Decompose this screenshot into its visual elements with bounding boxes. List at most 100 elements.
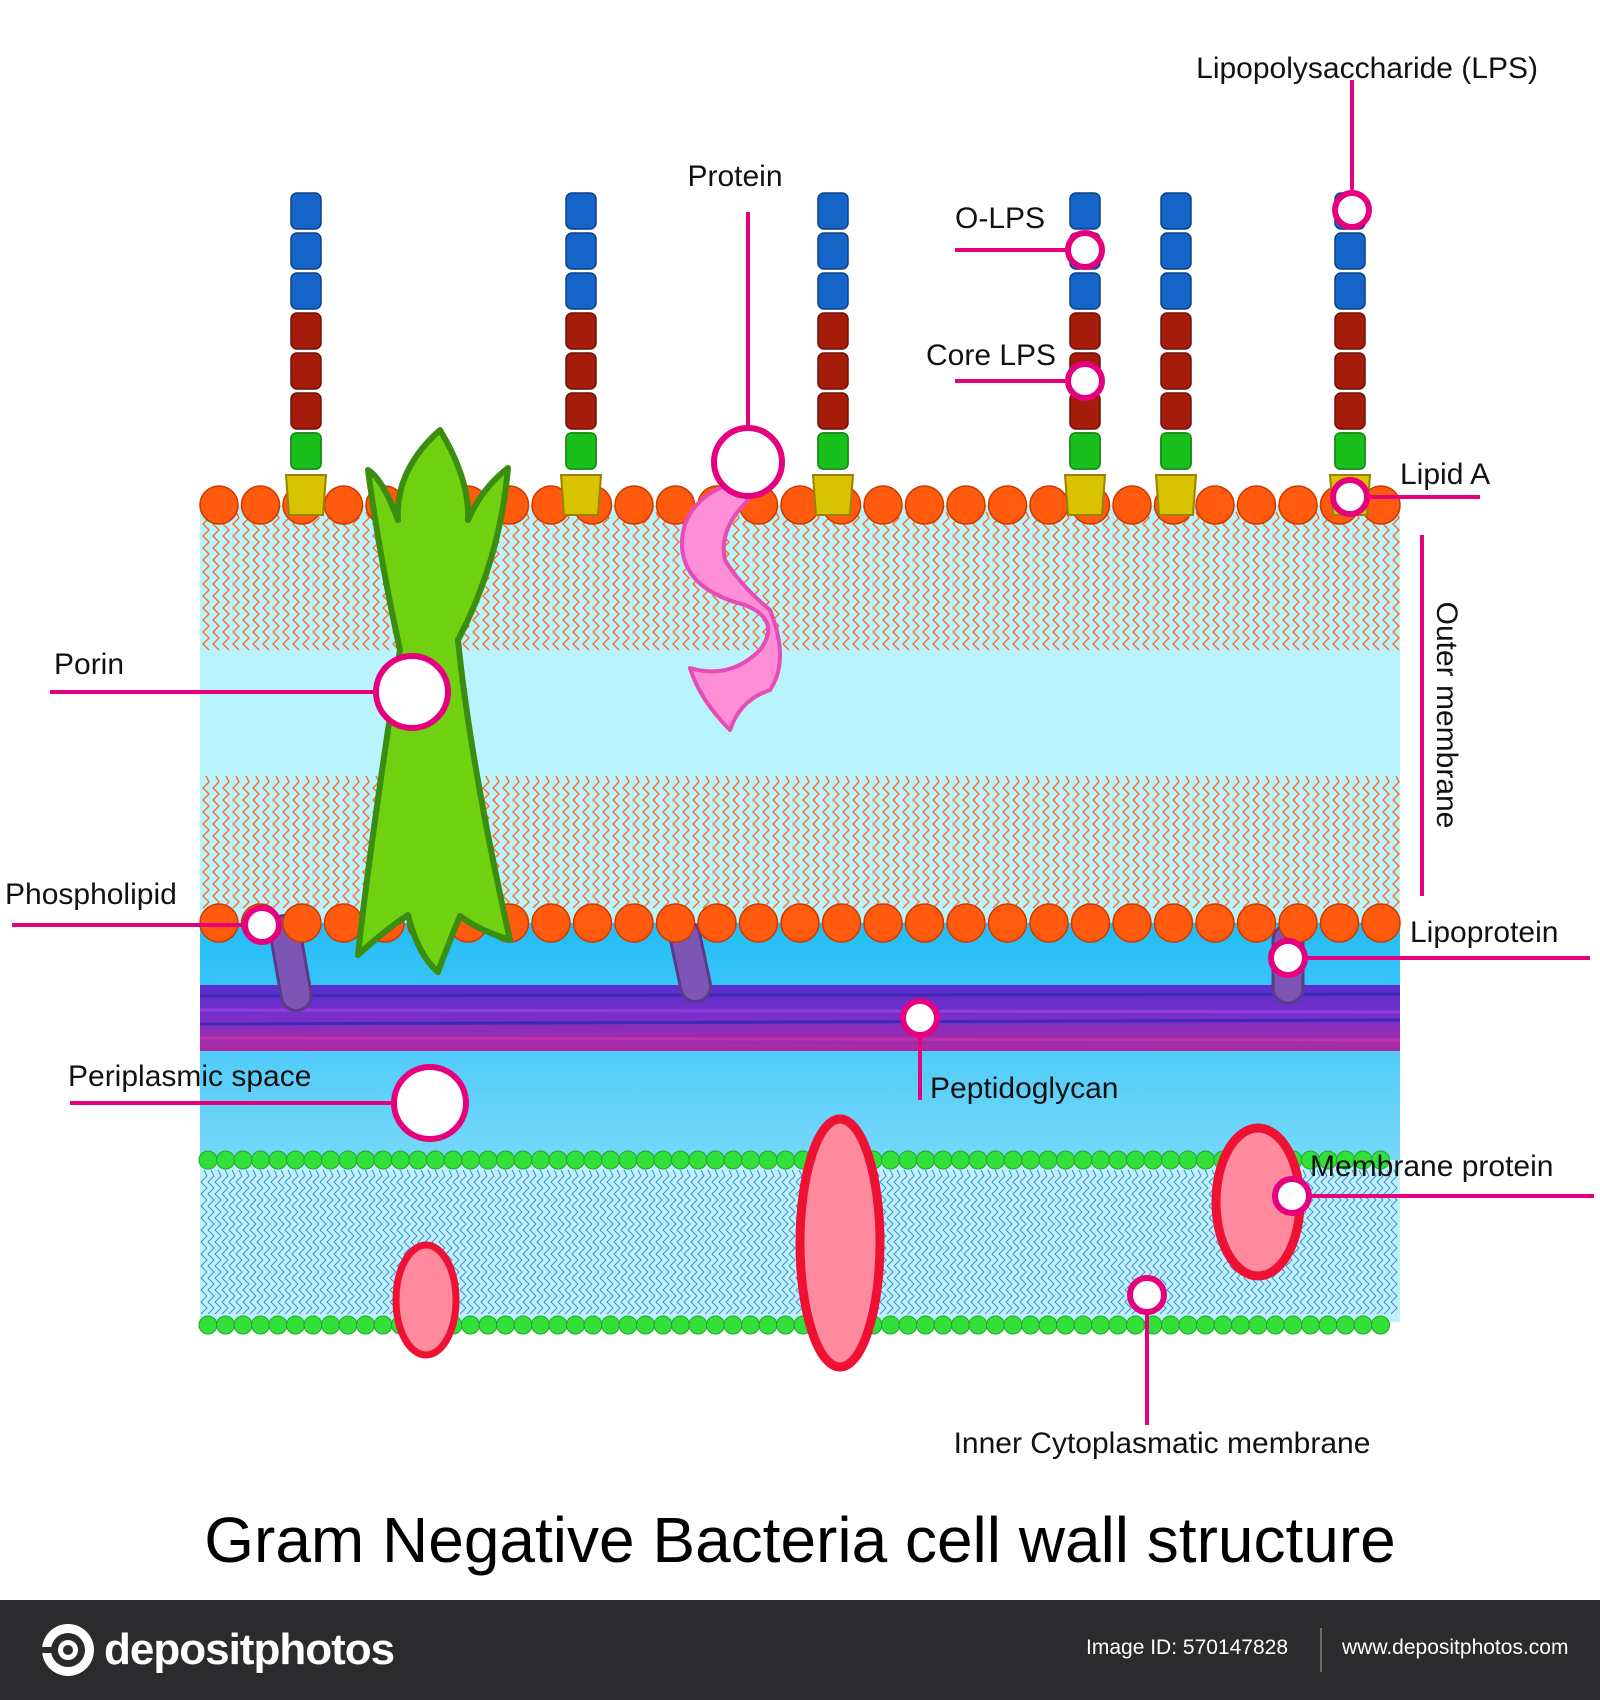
outer-lipid-tail (262, 511, 270, 651)
outer-phospholipid-head (904, 903, 945, 943)
o-antigen-unit (565, 272, 597, 310)
outer-lipid-tail (752, 511, 760, 651)
inner-phospholipid-head (303, 1315, 323, 1335)
outer-lipid-tail (772, 775, 780, 909)
outer-lipid-tail (742, 511, 750, 651)
outer-lipid-tail (892, 775, 900, 909)
outer-lipid-tail (372, 511, 380, 651)
outer-lipid-tail (532, 775, 540, 909)
inner-phospholipid-head (1143, 1150, 1163, 1170)
callout-lps-marker (1332, 190, 1372, 230)
outer-lipid-tail (362, 511, 370, 651)
callout-protein-marker (711, 425, 785, 499)
kdo-linker-unit (1069, 432, 1101, 470)
inner-lipid-tail (662, 1169, 670, 1315)
outer-phospholipid-head (1236, 903, 1277, 943)
outer-lipid-tail (882, 775, 890, 909)
inner-phospholipid-head (1318, 1315, 1338, 1335)
lipid-a-anchor (284, 474, 328, 516)
outer-lipid-tail (512, 511, 520, 651)
outer-lipid-tail (1062, 775, 1070, 909)
outer-phospholipid-head (1195, 903, 1235, 943)
inner-phospholipid-head (461, 1315, 480, 1335)
inner-lipid-tail (354, 1169, 362, 1315)
diagram-title: Gram Negative Bacteria cell wall structu… (204, 1504, 1396, 1576)
outer-lipid-tail (722, 775, 730, 909)
outer-phospholipid-head (863, 485, 903, 525)
inner-phospholipid-head (1161, 1150, 1180, 1170)
inner-lipid-tail (305, 1169, 313, 1315)
inner-phospholipid-head (1003, 1150, 1023, 1170)
inner-lipid-tail (578, 1169, 586, 1315)
lipid-a-anchor (1063, 474, 1107, 516)
outer-lipid-tail (252, 511, 260, 651)
inner-phospholipid-head (1073, 1315, 1093, 1335)
outer-lipid-tail (892, 511, 900, 651)
outer-lipid-tail (542, 511, 550, 651)
outer-lipid-tail (232, 511, 240, 651)
outer-lipid-tail (922, 511, 930, 651)
label-protein: Protein (687, 160, 782, 193)
lipid-a-anchor (559, 474, 603, 516)
outer-lipid-tail (582, 775, 590, 909)
outer-lipid-tail (272, 511, 280, 651)
outer-lipid-tail (502, 511, 510, 651)
inner-lipid-tail (942, 1169, 950, 1315)
o-antigen-unit (1334, 272, 1366, 310)
inner-lipid-tail (480, 1169, 488, 1315)
outer-lipid-tail (1332, 775, 1340, 909)
outer-lipid-tail (322, 511, 330, 651)
core-sugar-unit (817, 312, 849, 350)
core-sugar-unit (290, 312, 322, 350)
outer-lipid-tail (1292, 775, 1300, 909)
inner-phospholipid-head (1021, 1315, 1040, 1335)
outer-lipid-tail (1072, 511, 1080, 651)
outer-lipid-tail (1062, 511, 1070, 651)
outer-lipid-tail (302, 511, 310, 651)
kdo-linker-unit (1160, 432, 1192, 470)
inner-lipid-tail (368, 1169, 376, 1315)
inner-lipid-tail (620, 1169, 628, 1315)
inner-phospholipid-head (513, 1315, 533, 1335)
inner-lipid-tail (319, 1169, 327, 1315)
outer-lipid-tail (732, 775, 740, 909)
outer-lipid-tail (1172, 511, 1180, 651)
outer-phospholipid-head (323, 485, 364, 525)
inner-phospholipid-head (268, 1315, 288, 1335)
core-sugar-unit (1160, 312, 1192, 350)
inner-lipid-tail (1117, 1169, 1125, 1315)
inner-phospholipid-head (233, 1315, 253, 1335)
inner-phospholipid-head (1353, 1315, 1373, 1335)
outer-phospholipid-head (199, 485, 239, 525)
kdo-linker-unit (1334, 432, 1366, 470)
outer-lipid-tail (1362, 775, 1370, 909)
outer-lipid-tail (1112, 775, 1120, 909)
inner-phospholipid-head (1056, 1315, 1075, 1335)
outer-phospholipid-head (323, 903, 364, 943)
outer-lipid-tail (342, 775, 350, 909)
outer-lipid-tail (932, 775, 940, 909)
inner-phospholipid-head (548, 1150, 568, 1170)
outer-lipid-tail (1242, 511, 1250, 651)
inner-phospholipid-head (636, 1315, 655, 1335)
outer-lipid-tail (912, 511, 920, 651)
inner-lipid-tail (1187, 1169, 1195, 1315)
inner-phospholipid-head (618, 1150, 638, 1170)
outer-lipid-tail (1102, 775, 1110, 909)
outer-lipid-tail (1252, 511, 1260, 651)
inner-lipid-tail (907, 1169, 915, 1315)
inner-lipid-tail (529, 1169, 537, 1315)
outer-phospholipid-head (1278, 903, 1318, 943)
peptidoglycan-layer (199, 985, 1401, 1051)
outer-lipid-tail (912, 775, 920, 909)
outer-phospholipid-head (904, 485, 945, 525)
inner-lipid-tail (781, 1169, 789, 1315)
core-sugar-unit (565, 312, 597, 350)
label-porin: Porin (54, 648, 124, 681)
inner-lipid-tail (459, 1169, 467, 1315)
outer-phospholipid-head (1278, 485, 1318, 525)
outer-lipid-tail (212, 511, 220, 651)
inner-lipid-tail (711, 1169, 719, 1315)
inner-lipid-tail (928, 1169, 936, 1315)
outer-lipid-tail (822, 775, 830, 909)
